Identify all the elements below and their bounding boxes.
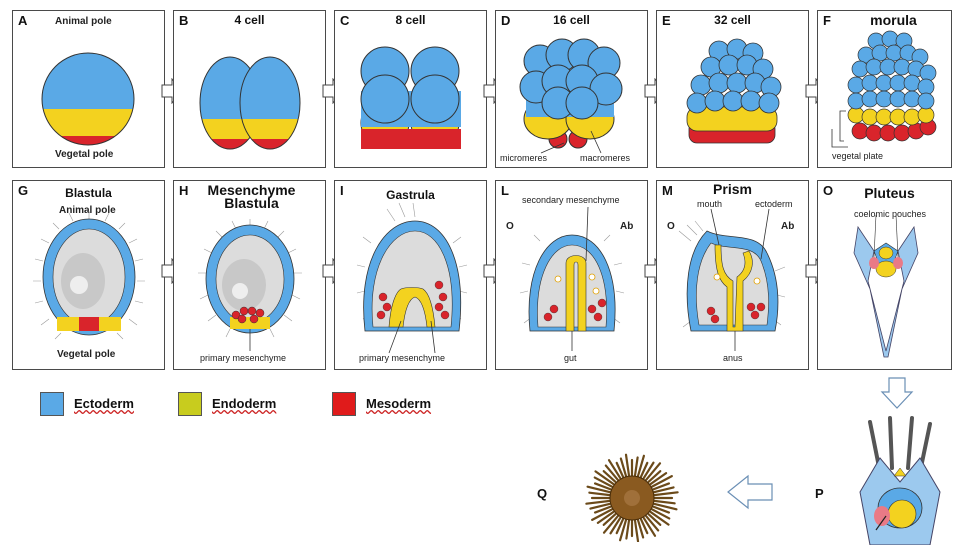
- adult-sea-urchin-illustration: [584, 452, 680, 542]
- morula-illustration: [818, 11, 953, 169]
- panel-o: O Pluteus coelomic pouches: [817, 180, 952, 370]
- panel-b: B 4 cell: [173, 10, 326, 168]
- sixteen-cell-illustration: [496, 11, 649, 169]
- pluteus-illustration: [818, 181, 953, 371]
- macromeres-label: macromeres: [580, 153, 630, 163]
- panel-c: C 8 cell: [334, 10, 487, 168]
- arrow-down-icon: [880, 376, 914, 410]
- four-cell-illustration: [174, 11, 327, 169]
- late-gastrula-illustration: [496, 181, 649, 371]
- panel-g: G Blastula Animal pole Vegetal pole: [12, 180, 165, 370]
- eight-cell-illustration: [335, 11, 488, 169]
- thirty-two-cell-illustration: [657, 11, 810, 169]
- panel-d: D 16 cell micromeres macromeres: [495, 10, 648, 168]
- panel-h: H Mesenchyme Blastula primary mesenchyme: [173, 180, 326, 370]
- panel-i: I Gastrula primary mesenchyme: [334, 180, 487, 370]
- vegetal-pole-label: Vegetal pole: [57, 349, 115, 360]
- micromeres-label: micromeres: [500, 153, 547, 163]
- panel-a: A Animal pole Vegetal pole: [12, 10, 165, 168]
- panel-m: M Prism mouth ectoderm O Ab anus: [656, 180, 809, 370]
- anus-label: anus: [723, 353, 743, 363]
- prism-illustration: [657, 181, 810, 371]
- panel-e: E 32 cell: [656, 10, 809, 168]
- primary-mesenchyme-label: primary mesenchyme: [359, 353, 445, 363]
- blastula-illustration: [13, 181, 166, 371]
- stage-q-label: Q: [537, 486, 547, 501]
- ectoderm-swatch: [40, 392, 64, 416]
- mesoderm-legend-label: Mesoderm: [366, 396, 431, 411]
- primary-mesenchyme-label: primary mesenchyme: [200, 353, 286, 363]
- vegetal-pole-label: Vegetal pole: [55, 149, 113, 160]
- panel-l: L secondary mesenchyme O Ab gut: [495, 180, 648, 370]
- gut-label: gut: [564, 353, 577, 363]
- ectoderm-legend-label: Ectoderm: [74, 396, 134, 411]
- endoderm-legend-label: Endoderm: [212, 396, 276, 411]
- stage-p-label: P: [815, 486, 824, 501]
- mesoderm-swatch: [332, 392, 356, 416]
- endoderm-swatch: [178, 392, 202, 416]
- mesenchyme-blastula-illustration: [174, 181, 327, 371]
- egg-illustration: [13, 11, 166, 169]
- panel-f: F morula vegetal plate: [817, 10, 952, 168]
- metamorphosing-larva-illustration: [850, 412, 950, 545]
- gastrula-illustration: [335, 181, 488, 371]
- arrow-left-icon: [726, 474, 774, 510]
- vegetal-plate-label: vegetal plate: [832, 151, 883, 161]
